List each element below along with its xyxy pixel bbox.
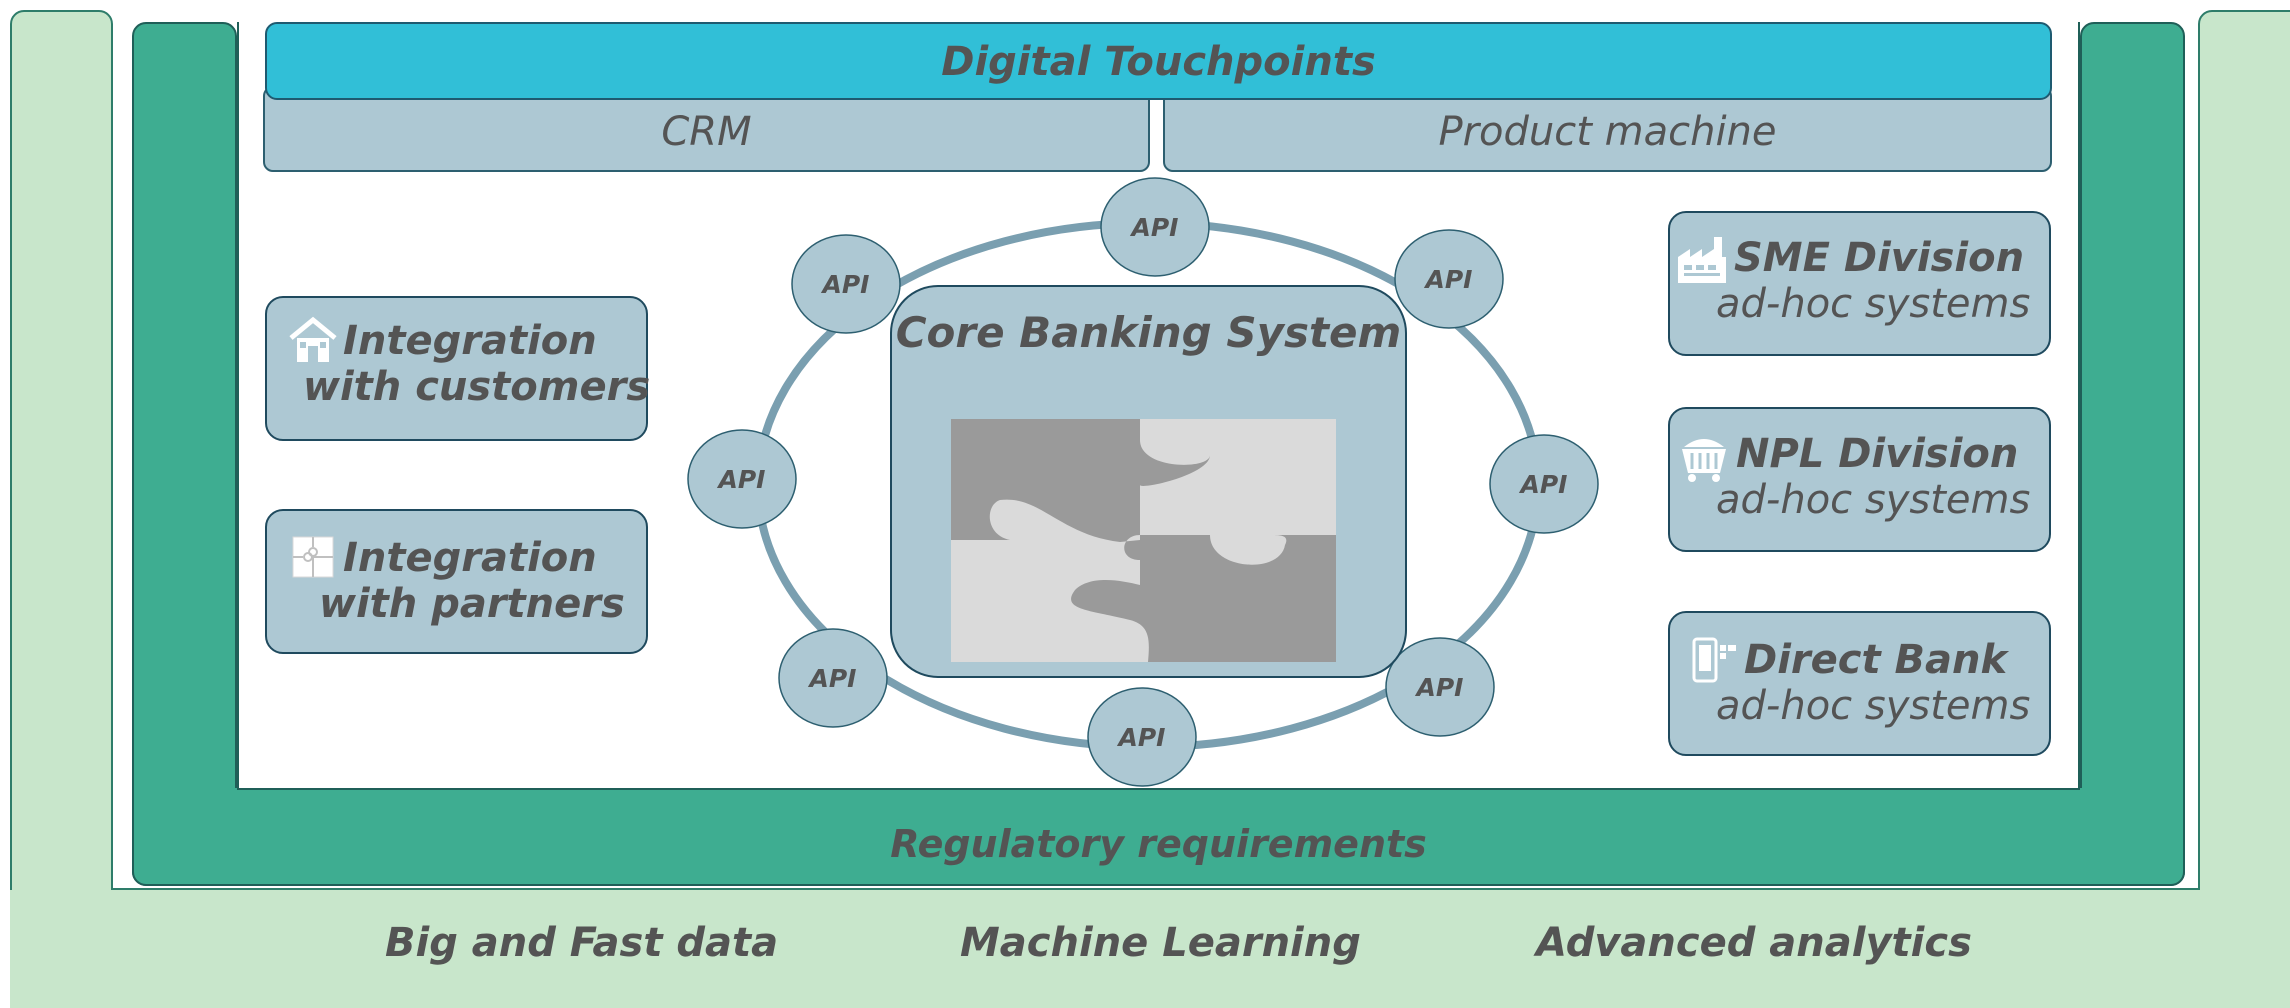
api-node-8 [791, 234, 901, 334]
factory-icon [1678, 237, 1726, 283]
api-node-2 [1394, 229, 1504, 329]
outer-frame-left [10, 10, 113, 1000]
api-node-7 [687, 429, 797, 529]
cart-icon [1682, 439, 1726, 482]
integration-partners-line2: with partners [319, 581, 625, 627]
regulatory-frame-join-right [2082, 700, 2183, 800]
mobile-icon [1692, 637, 1736, 683]
api-label-2: API [1424, 265, 1473, 294]
product-machine-bar: Product machine [1163, 86, 2052, 172]
sme-division-title: SME Division [1734, 235, 2025, 281]
api-node-1 [1100, 177, 1210, 277]
api-node-6 [778, 628, 888, 728]
api-label-7: API [717, 465, 766, 494]
regulatory-frame-join-left [134, 700, 235, 800]
bottom-label-advanced-analytics: Advanced analytics [1536, 920, 1972, 966]
api-label-8: API [821, 270, 870, 299]
api-label-6: API [808, 664, 857, 693]
digital-touchpoints-bar: Digital Touchpoints [265, 22, 2052, 100]
direct-bank-box: Direct Bank ad-hoc systems [1668, 611, 2051, 756]
bottom-label-big-data: Big and Fast data [385, 920, 779, 966]
api-label-1: API [1130, 213, 1179, 242]
api-label-3: API [1519, 470, 1568, 499]
sme-division-box: SME Division ad-hoc systems [1668, 211, 2051, 356]
sme-division-subtitle: ad-hoc systems [1716, 281, 2031, 327]
puzzle-icon [292, 536, 334, 578]
outer-frame-join-left [12, 886, 111, 892]
integration-customers-box: Integration with customers [265, 296, 651, 441]
house-icon [289, 316, 337, 362]
api-label-4: API [1415, 673, 1464, 702]
integration-partners-box: Integration with partners [265, 509, 648, 654]
regulatory-frame-bottom [132, 788, 2185, 886]
api-ring-diagram: API API API API API API API API [687, 177, 1599, 787]
api-label-5: API [1117, 723, 1166, 752]
integration-customers-line1: Integration [343, 318, 597, 364]
api-node-4 [1385, 637, 1495, 737]
npl-division-box: NPL Division ad-hoc systems [1668, 407, 2051, 552]
api-node-5 [1087, 687, 1197, 787]
api-node-3 [1489, 434, 1599, 534]
direct-bank-subtitle: ad-hoc systems [1716, 683, 2031, 729]
regulatory-label: Regulatory requirements [890, 822, 1427, 866]
npl-division-subtitle: ad-hoc systems [1716, 477, 2031, 523]
outer-frame-right [2198, 10, 2290, 1000]
npl-division-title: NPL Division [1736, 431, 2019, 477]
direct-bank-title: Direct Bank [1744, 637, 2008, 683]
crm-bar: CRM [263, 86, 1150, 172]
core-banking-title: Core Banking System [895, 308, 1402, 357]
outer-frame-join-right [2200, 886, 2290, 892]
bottom-label-machine-learning: Machine Learning [960, 920, 1361, 966]
integration-customers-line2: with customers [303, 364, 651, 410]
integration-partners-line1: Integration [343, 535, 597, 581]
